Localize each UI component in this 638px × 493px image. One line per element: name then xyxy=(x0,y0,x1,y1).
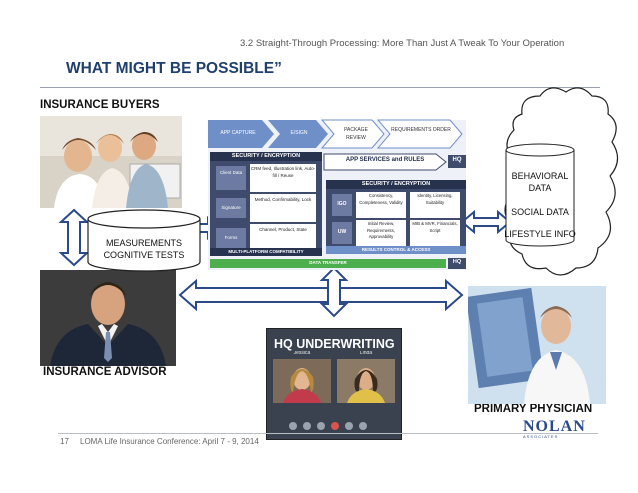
share-icon[interactable] xyxy=(345,422,353,430)
title-divider xyxy=(40,87,600,88)
chevron-app-capture-label: APP CAPTURE xyxy=(220,130,256,136)
chevron-requirements-order xyxy=(376,119,463,149)
left-row-forms-desc: Channel, Product, State xyxy=(259,227,307,232)
measurements-line: MEASUREMENTS xyxy=(105,238,182,248)
left-row-client-label: Client Data xyxy=(219,170,243,175)
right-row-igo-label: IGO xyxy=(337,201,347,207)
insurance-advisor-photo xyxy=(40,270,176,366)
data-transfer-label: DATA TRANSFER xyxy=(309,260,347,265)
cloud-social-data: SOCIAL DATA xyxy=(511,207,569,217)
camera-icon[interactable] xyxy=(303,422,311,430)
data-transfer-bar xyxy=(210,259,446,268)
video-tile-left: Jessica xyxy=(273,350,331,403)
insurance-advisor-label: INSURANCE ADVISOR xyxy=(43,366,167,378)
multi-platform-label: MULTI-PLATFORM COMPATIBILITY xyxy=(228,249,304,254)
chevron-esign-label: E/SIGN xyxy=(290,130,308,136)
footer-divider xyxy=(58,433,598,434)
left-row-client-desc: CRM feed, Illustration link, Auto-fill /… xyxy=(250,166,316,178)
conference-name: LOMA Life Insurance Conference: April 7 … xyxy=(80,437,259,446)
chat-icon[interactable] xyxy=(317,422,325,430)
hq-tag-top: HQ xyxy=(452,157,462,163)
right-row-igo-col2: Identity, Licensing, Suitability xyxy=(417,193,453,205)
measurements-database xyxy=(87,209,201,272)
chevron-app-capture xyxy=(208,120,274,148)
video-controls[interactable] xyxy=(289,421,381,431)
slide-number: 17 xyxy=(60,437,69,446)
cognitive-tests-line: COGNITIVE TESTS xyxy=(103,250,185,260)
chevron-package-review-label: PACKAGE REVIEW xyxy=(344,127,368,141)
measurements-db-label: MEASUREMENTS COGNITIVE TESTS xyxy=(88,237,200,261)
process-panel xyxy=(208,119,466,270)
insurance-buyers-label: INSURANCE BUYERS xyxy=(40,99,160,111)
right-row-uw-col2: MIB & MVR, Financials, Script xyxy=(412,221,458,233)
logo-word: NOLAN xyxy=(523,418,586,435)
end-call-icon[interactable] xyxy=(331,422,339,430)
chevron-requirements-order-label: REQUIREMENTS ORDER xyxy=(391,127,451,133)
video-tile-right-name: Linda xyxy=(359,350,373,356)
advisor-physician-arrow xyxy=(178,278,464,312)
primary-physician-photo xyxy=(468,286,606,404)
process-to-hq-arrow xyxy=(319,266,349,318)
mic-icon[interactable] xyxy=(289,422,297,430)
right-row-uw-label: UW xyxy=(337,229,347,235)
left-row-signature-label: Signature xyxy=(221,205,241,210)
primary-physician-label: PRIMARY PHYSICIAN xyxy=(474,403,593,415)
right-row-igo-col1: Consistency, Completeness, Validity xyxy=(359,193,403,205)
nolan-logo: NOLAN ASSOCIATES xyxy=(523,418,586,444)
logo-tagline: ASSOCIATES xyxy=(523,434,559,439)
chevron-package-review xyxy=(320,119,385,149)
insurance-buyers-photo xyxy=(40,116,182,208)
slide-topic: 3.2 Straight-Through Processing: More Th… xyxy=(240,38,565,49)
video-tile-left-name: Jessica xyxy=(293,350,311,356)
security-label-left: SECURITY / ENCRYPTION xyxy=(231,153,301,159)
hq-underwriting-label: HQ UNDERWRITING xyxy=(271,337,398,351)
slide-title: WHAT MIGHT BE POSSIBLE” xyxy=(66,60,282,77)
security-label-right: SECURITY / ENCRYPTION xyxy=(361,181,431,187)
behavioral-line: BEHAVIORAL xyxy=(511,171,569,181)
results-control-label: RESULTS CONTROL & ACCESS xyxy=(361,247,431,252)
buyer-advisor-arrow xyxy=(58,208,90,267)
video-tile-right: Linda xyxy=(337,350,395,403)
data-line: DATA xyxy=(528,183,552,193)
settings-icon[interactable] xyxy=(359,422,367,430)
app-services-label: APP SERVICES and RULES xyxy=(345,157,425,163)
hq-tag-bottom: HQ xyxy=(452,259,462,265)
data-cloud xyxy=(504,87,619,276)
chevron-esign xyxy=(268,120,328,148)
left-row-forms-label: Forms xyxy=(224,235,238,240)
left-row-signature-desc: Method, Confirmability, Lock xyxy=(254,197,312,202)
right-row-uw-col1: Initial Review, Requirements, Approvabil… xyxy=(367,221,395,239)
cloud-lifestyle-info: LIFESTYLE INFO xyxy=(504,229,576,239)
cloud-behavioral-data: BEHAVIORAL DATA xyxy=(500,170,580,194)
